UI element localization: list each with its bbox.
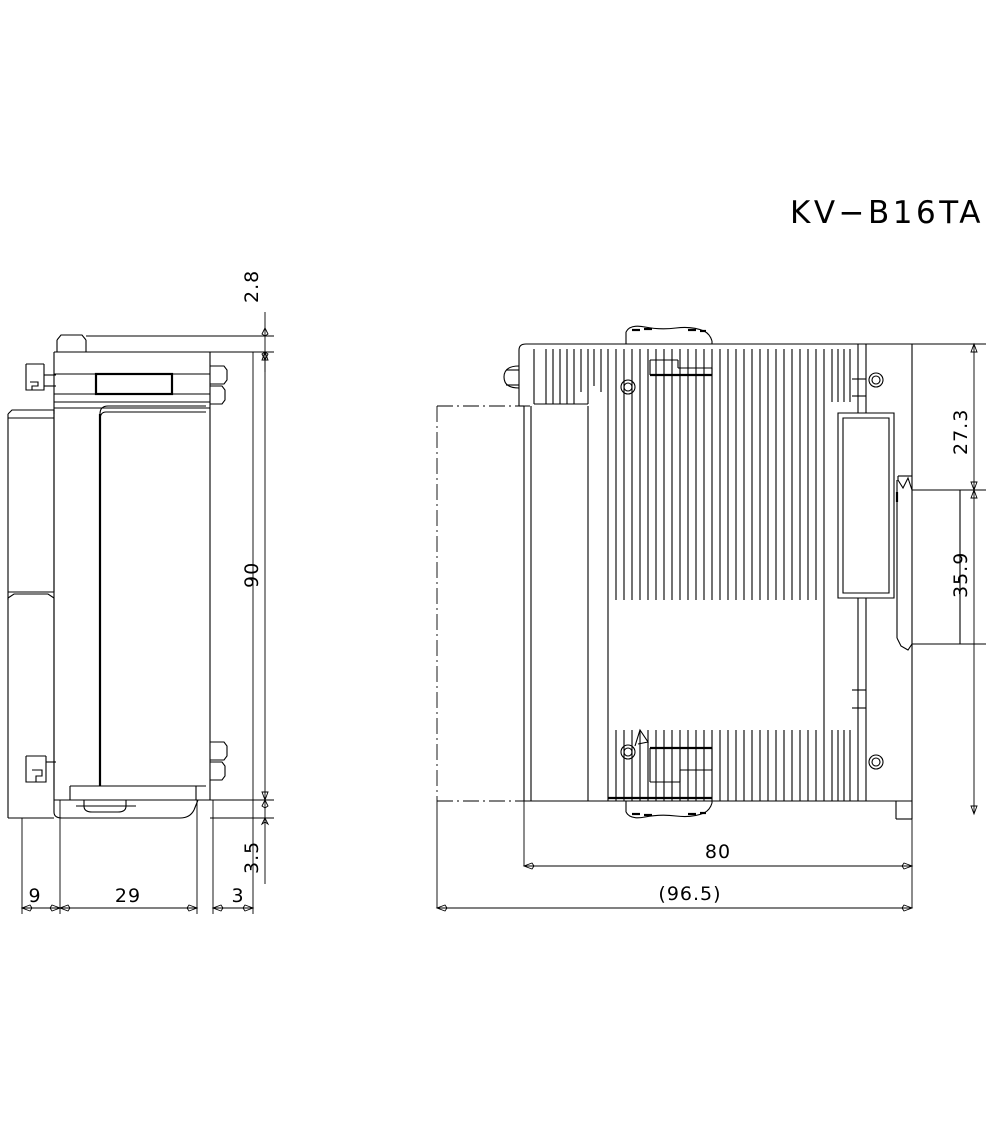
front-top-left-rib-set — [546, 349, 601, 404]
front-right-mount-flange — [895, 476, 960, 650]
side-inner-panel — [98, 406, 206, 786]
front-lower-latch-connector — [608, 746, 712, 818]
dim-3-5-label: 3.5 — [241, 841, 263, 874]
side-right-tabs-bottom — [210, 742, 227, 780]
front-adjacent-unit-phantom-outline — [436, 405, 530, 802]
side-lower-mount-clip — [26, 756, 56, 782]
dim-29-label: 29 — [115, 885, 141, 907]
dim-80-label: 80 — [705, 841, 731, 863]
dim-3-label: 3 — [231, 885, 244, 907]
front-screw-boss-top-left-icon — [621, 380, 635, 394]
side-terminal-slot — [94, 372, 174, 396]
dim-9-label: 9 — [28, 885, 41, 907]
front-screw-boss-top-right-icon — [869, 373, 883, 387]
front-left-shoulder — [531, 349, 588, 801]
front-release-boss-icon — [504, 366, 519, 388]
dim-90-label: 90 — [241, 562, 263, 588]
dim-90-group: 90 — [241, 350, 269, 802]
front-main-body-outline — [519, 344, 912, 801]
front-screw-boss-bottom-right-icon — [869, 755, 883, 769]
front-screw-boss-bottom-left-icon — [621, 730, 648, 759]
dim-35-9-label: 35.9 — [950, 552, 972, 598]
side-view-extension-lines — [21, 335, 274, 914]
front-upper-latch-connector — [626, 326, 712, 377]
dim-96-5-label: (96.5) — [658, 883, 721, 905]
part-number-title: KV−B16TA — [790, 195, 984, 231]
dim-27-3-group: 27.3 — [950, 342, 978, 492]
side-right-tabs-top — [210, 366, 227, 404]
front-lower-fin-array — [608, 600, 850, 801]
side-left-connector-ear — [8, 410, 54, 818]
front-view-group: 27.3 35.9 80 (96.5) — [435, 326, 986, 912]
side-main-body-outline — [54, 352, 210, 800]
front-upper-fin-array — [608, 349, 850, 600]
side-upper-mount-clip — [26, 364, 56, 390]
dim-3-5-group: 3.5 — [241, 798, 270, 884]
dim-35-9-group: 35.9 — [950, 488, 978, 816]
side-bottom-din-hook — [54, 786, 198, 818]
side-top-cap — [57, 335, 212, 352]
side-bottom-dim-chain: 9 29 3 — [20, 885, 255, 912]
side-terminal-band — [54, 372, 210, 408]
dim-80-group: 80 — [522, 841, 914, 870]
front-right-column-details — [852, 344, 866, 801]
dim-27-3-label: 27.3 — [950, 409, 972, 455]
side-view-group: 2.8 90 3.5 9 29 — [8, 270, 274, 914]
dim-96-5-group: (96.5) — [435, 883, 914, 912]
front-connector-window — [838, 413, 894, 598]
dim-2-8-label: 2.8 — [241, 270, 263, 303]
dim-2-8-group: 2.8 — [241, 270, 269, 372]
front-bottom-right-foot — [896, 801, 912, 819]
